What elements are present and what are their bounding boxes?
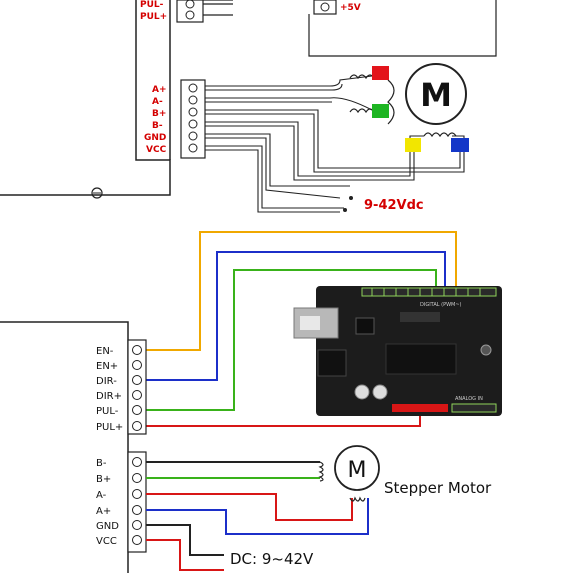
driver-terminal-label: A- — [152, 97, 163, 107]
green-wire-marker — [372, 104, 389, 118]
motor-terminal-block — [127, 451, 147, 553]
driver-terminal-label: B+ — [152, 109, 166, 119]
control-terminal-label: EN- — [96, 346, 114, 357]
top-supply-label: 9-42Vdc — [364, 198, 424, 213]
coil-b-icon — [318, 461, 324, 482]
top-motor-label: M — [420, 76, 452, 114]
driver-terminal-label: GND — [144, 133, 166, 143]
arduino-board: DIGITAL (PWM~) ANALOG IN — [293, 286, 502, 416]
top-terminal-label: PUL+ — [140, 12, 167, 22]
motor-wires — [146, 461, 369, 571]
supply-terminal-dot — [343, 208, 347, 212]
coil-a-icon — [349, 108, 375, 114]
bottom-supply-label: DC: 9~42V — [230, 550, 314, 568]
top-motor-icon — [405, 63, 467, 125]
top-driver-box — [0, 0, 171, 199]
blue-wire-marker — [451, 138, 469, 152]
board-digital-label: DIGITAL (PWM~) — [420, 302, 462, 308]
motor-terminal-label: B- — [96, 458, 107, 469]
microcontroller-chip-icon — [385, 343, 457, 375]
control-terminal-label: PUL- — [96, 406, 119, 417]
capacitor-icon — [372, 384, 388, 400]
stepper-motor-icon — [334, 445, 380, 491]
top-pul-terminal-block — [176, 0, 233, 23]
plus5v-label: +5V — [340, 3, 361, 13]
supply-terminal-dot — [349, 196, 353, 200]
control-terminal-label: DIR- — [96, 376, 117, 387]
stepper-motor-label: Stepper Motor — [384, 479, 492, 497]
plus5v-terminal — [313, 0, 337, 15]
board-analog-label: ANALOG IN — [455, 396, 483, 402]
controller-box-outline — [308, 0, 497, 57]
coil-a-icon — [349, 74, 375, 80]
yellow-wire-marker — [405, 138, 421, 152]
control-terminal-label: PUL+ — [96, 422, 123, 433]
stepper-motor-glyph: M — [348, 458, 367, 483]
top-motor-wires — [205, 75, 465, 213]
motor-terminal-label: A+ — [96, 506, 111, 517]
control-terminal-label: EN+ — [96, 361, 118, 372]
red-wire-marker — [372, 66, 389, 80]
coil-a-icon — [349, 496, 366, 502]
coil-b-icon — [423, 132, 457, 138]
motor-terminal-label: B+ — [96, 474, 111, 485]
control-terminal-block — [127, 339, 147, 435]
mounting-hole-icon — [91, 187, 103, 199]
control-terminal-label: DIR+ — [96, 391, 122, 402]
capacitor-icon — [354, 384, 370, 400]
driver-terminal-label: VCC — [146, 145, 167, 155]
motor-terminal-label: VCC — [96, 536, 117, 547]
top-terminal-label: PUL- — [140, 0, 164, 10]
top-motor-terminal-block — [180, 79, 206, 159]
driver-terminal-label: A+ — [152, 85, 167, 95]
reset-button-icon — [480, 344, 492, 356]
motor-terminal-label: A- — [96, 490, 107, 501]
driver-terminal-label: B- — [152, 121, 163, 131]
power-jack-icon — [317, 349, 347, 377]
motor-terminal-label: GND — [96, 521, 119, 532]
